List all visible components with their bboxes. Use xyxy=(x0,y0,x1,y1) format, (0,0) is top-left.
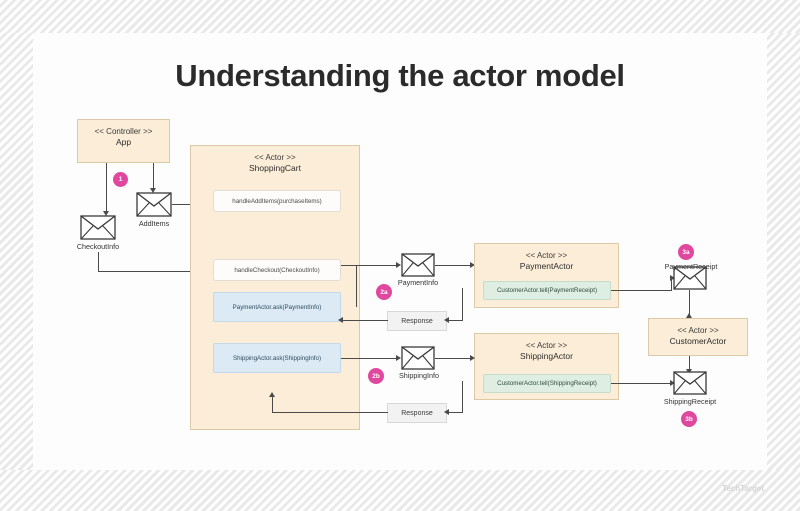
response-shipping-box[interactable]: Response xyxy=(387,403,447,423)
edge-checkoutinfo-down xyxy=(98,252,100,272)
edge-app-to-additems xyxy=(153,163,155,190)
checkoutinfo-envelope-icon xyxy=(80,215,116,240)
edge-paymentactor-to-response-v xyxy=(462,288,464,321)
badge-step-1: 1 xyxy=(113,172,128,187)
edge-shippinginfo-to-shippingactor xyxy=(435,358,473,360)
badge-step-3a: 3a xyxy=(678,244,694,260)
edge-paymentinfo-to-paymentactor-arrow xyxy=(470,262,475,268)
techtarget-logo: TechTarget xyxy=(722,484,764,493)
edge-app-to-checkoutinfo xyxy=(106,163,108,213)
edge-ask-to-shippinginfo xyxy=(341,358,399,360)
controller-stereotype: << Controller >> xyxy=(94,127,153,136)
shoppingcart-name: ShoppingCart xyxy=(249,163,301,173)
shippinginfo-envelope-icon xyxy=(401,346,435,370)
edge-shippinginfo-to-shippingactor-arrow xyxy=(470,355,475,361)
edge-paymentactor-to-receipt xyxy=(611,290,672,292)
edge-app-to-additems-arrow xyxy=(150,188,156,193)
shoppingcart-actor-box[interactable]: << Actor >> ShoppingCart xyxy=(190,145,360,430)
shippingreceipt-envelope-icon xyxy=(673,371,707,395)
edge-shippingactor-to-response-arrow xyxy=(444,409,449,415)
edge-paymentinfo-to-paymentactor xyxy=(435,265,473,267)
edge-shippingactor-to-shippingreceipt xyxy=(611,383,674,385)
edge-paymentactor-to-receipt-riser xyxy=(671,278,673,291)
customeractor-stereotype: << Actor >> xyxy=(677,326,719,335)
shippinginfo-label: ShippingInfo xyxy=(399,371,439,380)
edge-shippingactor-to-shippingreceipt-arrow xyxy=(670,380,675,386)
checkoutinfo-label: CheckoutInfo xyxy=(76,242,120,251)
edge-receipt-to-customeractor xyxy=(689,290,691,318)
badge-step-3b: 3b xyxy=(681,411,697,427)
call-customeractor-tell-payment[interactable]: CustomerActor.tell(PaymentReceipt) xyxy=(483,281,611,300)
call-paymentactor-ask[interactable]: PaymentActor.ask(PaymentInfo) xyxy=(213,292,341,322)
edge-paymentactor-to-receipt-arrow xyxy=(670,275,675,281)
paymentactor-stereotype: << Actor >> xyxy=(525,251,568,260)
badge-step-2a: 2a xyxy=(376,284,392,300)
edge-response-shipping-h2 xyxy=(272,412,342,414)
paymentreceipt-envelope-icon xyxy=(673,266,707,290)
edge-paymentactor-to-response-arrow xyxy=(444,317,449,323)
diagram-inner-canvas xyxy=(33,33,767,470)
paymentactor-name: PaymentActor xyxy=(519,261,574,271)
border-hatch-left xyxy=(0,33,33,470)
edge-response-shipping-h xyxy=(341,412,388,414)
shippingreceipt-label: ShippingReceipt xyxy=(663,397,717,406)
method-handle-additems[interactable]: handleAddItems(purchaseItems) xyxy=(213,190,341,212)
edge-app-to-checkoutinfo-arrow xyxy=(103,211,109,216)
customeractor-name: CustomerActor xyxy=(669,336,727,346)
edge-ask-to-paymentinfo xyxy=(341,265,399,267)
border-hatch-right xyxy=(767,33,800,470)
response-payment-box[interactable]: Response xyxy=(387,311,447,331)
border-hatch-bottom xyxy=(0,470,800,511)
edge-ask-to-shippinginfo-arrow xyxy=(396,355,401,361)
border-hatch-top xyxy=(0,0,800,33)
paymentinfo-envelope-icon xyxy=(401,253,435,277)
edge-customeractor-to-shippingreceipt xyxy=(689,356,691,373)
call-shippingactor-ask[interactable]: ShippingActor.ask(ShippingInfo) xyxy=(213,343,341,373)
method-handle-checkout[interactable]: handleCheckout(CheckoutInfo) xyxy=(213,259,341,281)
edge-response-payment-to-cart-arrow xyxy=(338,317,343,323)
call-customeractor-tell-shipping[interactable]: CustomerActor.tell(ShippingReceipt) xyxy=(483,374,611,393)
edge-ask-to-paymentinfo-arrow xyxy=(396,262,401,268)
edge-ask-riser-payment xyxy=(356,265,358,307)
additems-envelope-icon xyxy=(136,192,172,217)
controller-name: App xyxy=(115,137,132,147)
edge-checkoutinfo-right xyxy=(98,271,214,273)
controller-app-box[interactable]: << Controller >> App xyxy=(77,119,170,163)
page-title: Understanding the actor model xyxy=(175,58,625,93)
paymentreceipt-label: PaymentReceipt xyxy=(664,262,718,271)
shippingactor-stereotype: << Actor >> xyxy=(525,341,568,350)
customeractor-box[interactable]: << Actor >> CustomerActor xyxy=(648,318,748,356)
edge-shippingactor-to-response-h xyxy=(447,412,463,414)
edge-response-payment-to-cart xyxy=(341,320,388,322)
paymentinfo-label: PaymentInfo xyxy=(397,278,439,287)
shippingactor-name: ShippingActor xyxy=(520,351,573,361)
edge-shippingactor-to-response-v xyxy=(462,381,464,413)
edge-response-shipping-v xyxy=(272,396,274,413)
edge-paymentactor-to-response-h xyxy=(447,320,463,322)
shoppingcart-stereotype: << Actor >> xyxy=(254,153,296,162)
badge-step-2b: 2b xyxy=(368,368,384,384)
edge-receipt-to-customeractor-arrow xyxy=(686,313,692,318)
additems-label: AddItems xyxy=(138,219,170,228)
edge-response-shipping-arrow xyxy=(269,392,275,397)
